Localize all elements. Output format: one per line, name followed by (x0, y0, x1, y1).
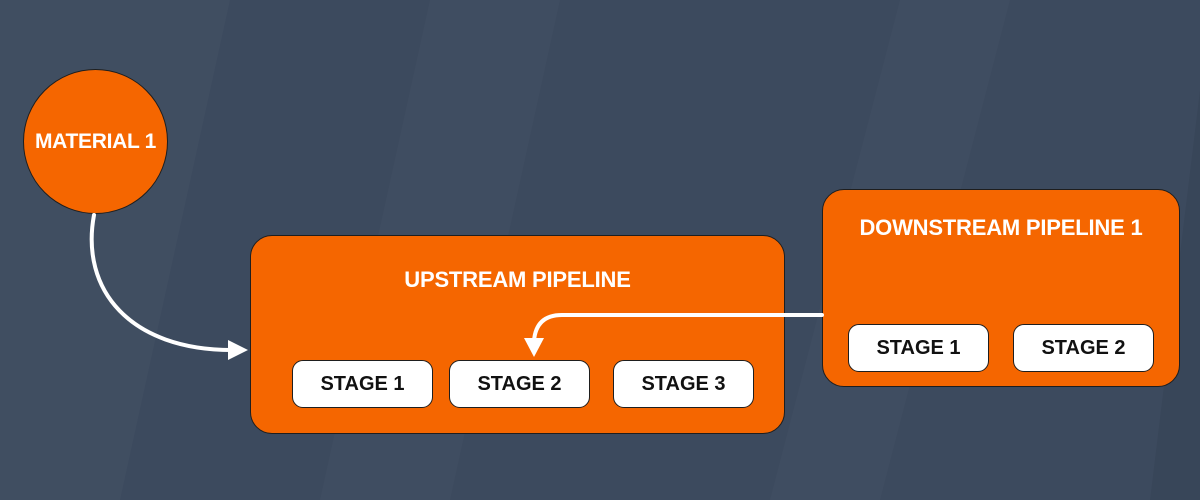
upstream-pipeline-title: UPSTREAM PIPELINE (404, 267, 631, 292)
stage-label: STAGE 2 (1041, 336, 1126, 359)
stage-label: STAGE 3 (641, 372, 726, 395)
material-label: MATERIAL 1 (34, 129, 157, 153)
upstream-stage-3[interactable]: STAGE 3 (613, 360, 754, 408)
downstream-stage-1[interactable]: STAGE 1 (848, 324, 989, 372)
upstream-stage-1[interactable]: STAGE 1 (292, 360, 433, 408)
material-node[interactable]: MATERIAL 1 (23, 69, 168, 214)
upstream-pipeline[interactable]: UPSTREAM PIPELINE STAGE 1 STAGE 2 STAGE … (250, 235, 785, 434)
downstream-stage-2[interactable]: STAGE 2 (1013, 324, 1154, 372)
downstream-pipeline[interactable]: DOWNSTREAM PIPELINE 1 STAGE 1 STAGE 2 (822, 189, 1180, 387)
downstream-pipeline-title: DOWNSTREAM PIPELINE 1 (859, 215, 1143, 240)
stage-label: STAGE 1 (876, 336, 961, 359)
stage-label: STAGE 2 (477, 372, 562, 395)
stage-label: STAGE 1 (320, 372, 405, 395)
upstream-stage-2[interactable]: STAGE 2 (449, 360, 590, 408)
